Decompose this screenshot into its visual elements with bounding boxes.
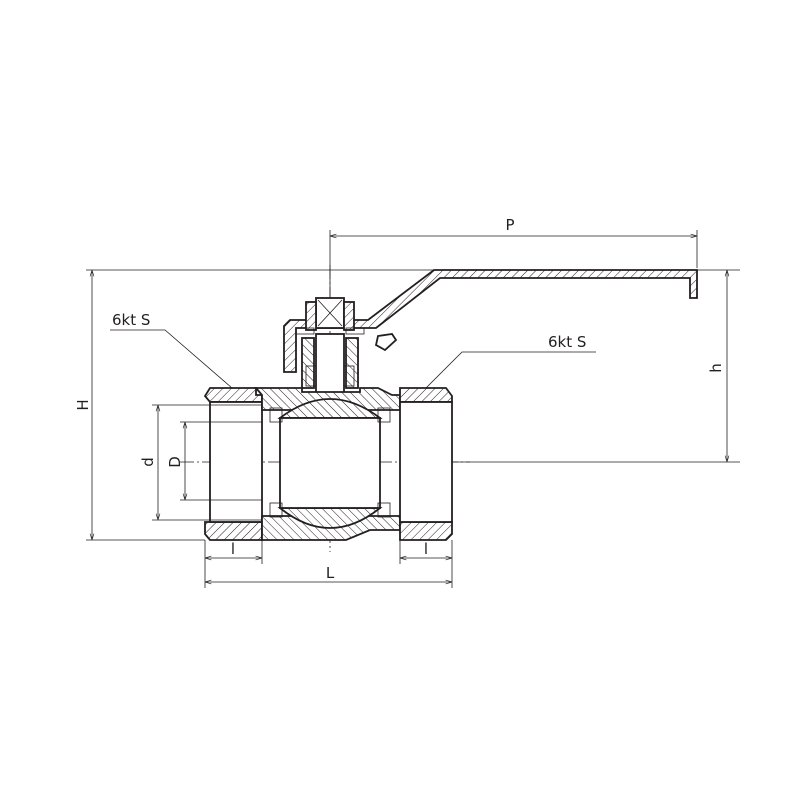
dim-label-h: h xyxy=(707,363,725,373)
dim-label-L: L xyxy=(326,564,335,582)
dim-label-D: D xyxy=(166,456,184,468)
valve-body xyxy=(203,387,453,541)
dim-label-d: d xyxy=(139,457,157,467)
handle-tab xyxy=(374,333,398,352)
hex-label-left: 6kt S xyxy=(112,311,150,329)
dim-label-l-right: l xyxy=(424,540,428,558)
dim-label-H: H xyxy=(74,399,92,410)
dimension-lines xyxy=(92,236,727,582)
hex-label-right: 6kt S xyxy=(548,333,586,351)
dim-label-l-left: l xyxy=(231,540,235,558)
dim-label-P: P xyxy=(505,216,514,234)
valve-stem xyxy=(315,333,345,397)
